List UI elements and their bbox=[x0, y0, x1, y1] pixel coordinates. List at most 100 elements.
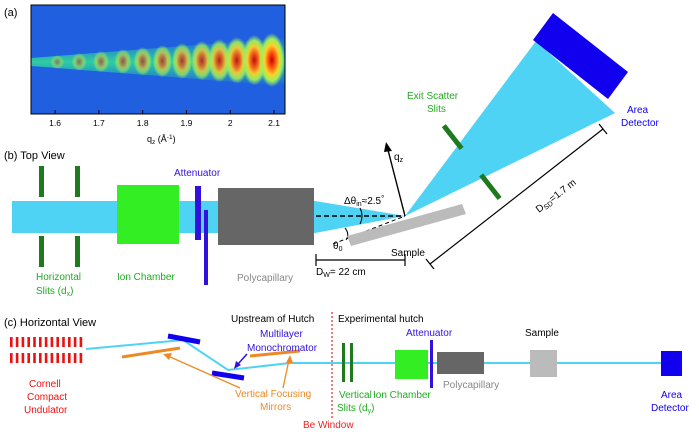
heatmap-peak bbox=[224, 37, 249, 84]
undulator-magnet bbox=[44, 337, 48, 347]
undulator-magnet bbox=[39, 337, 42, 347]
undulator-magnet bbox=[62, 337, 65, 347]
exit-slits-label-1: Exit Scatter bbox=[407, 91, 459, 102]
heatmap-peak bbox=[152, 45, 173, 78]
mono-label-1: Multilayer bbox=[260, 329, 303, 340]
panel-b-label: (b) Top View bbox=[4, 150, 65, 162]
attenuator-h bbox=[430, 340, 433, 388]
exit-slits-label-2: Slits bbox=[427, 104, 446, 115]
qz-arrow bbox=[387, 149, 406, 217]
ion-chamber bbox=[117, 185, 179, 244]
heatmap-peak bbox=[133, 47, 152, 76]
undulator-magnet bbox=[68, 337, 71, 347]
undulator-magnet bbox=[27, 337, 30, 347]
theta0-arc bbox=[344, 227, 349, 241]
heatmap-peak bbox=[258, 33, 285, 87]
upstream-label: Upstream of Hutch bbox=[231, 314, 314, 325]
polycapillary-label: Polycapillary bbox=[237, 273, 293, 284]
undulator-label-3: Undulator bbox=[24, 405, 68, 416]
area-detector-label-2: Detector bbox=[621, 118, 659, 129]
sample-h-label: Sample bbox=[525, 328, 559, 339]
monochromator-crystal-1 bbox=[167, 333, 201, 345]
undulator-magnet bbox=[79, 353, 83, 363]
dsd-dimension-line bbox=[429, 128, 604, 265]
dw-label: DW= 22 cm bbox=[316, 267, 366, 279]
mono-pointer bbox=[237, 353, 248, 365]
undulator-magnet bbox=[73, 337, 77, 347]
focusing-mirror-1 bbox=[121, 346, 181, 359]
mirrors-label-1: Vertical Focusing bbox=[235, 389, 311, 400]
heatmap-x-tick-label: 1.6 bbox=[49, 118, 61, 128]
heatmap-x-tick-label: 2 bbox=[228, 118, 233, 128]
heatmap-peak bbox=[114, 49, 132, 74]
heatmap-peak bbox=[171, 43, 193, 79]
undulator-magnet bbox=[56, 353, 59, 363]
horizontal-slits-label-2: Slits (dx) bbox=[36, 286, 73, 298]
undulator-magnet bbox=[79, 337, 83, 347]
theta0-label: θ0 bbox=[333, 241, 343, 253]
heatmap-peak bbox=[92, 51, 110, 73]
polycapillary bbox=[218, 188, 314, 245]
exit-slit-lower bbox=[479, 173, 502, 201]
area-detector bbox=[533, 13, 628, 99]
heatmap-peak bbox=[50, 55, 65, 69]
panel-c-label: (c) Horizontal View bbox=[4, 317, 96, 329]
heatmap-peaks bbox=[50, 33, 285, 87]
heatmap-x-tick-label: 1.8 bbox=[137, 118, 149, 128]
attenuator bbox=[195, 186, 201, 240]
undulator-label-2: Compact bbox=[27, 392, 67, 403]
vslits-label-1: Vertical bbox=[339, 390, 372, 401]
delta-theta-label: Δθin≈2.5° bbox=[344, 194, 384, 208]
dsd-label: DSD=1.7 m bbox=[534, 177, 579, 216]
mirrors-pointer-1-head bbox=[163, 353, 172, 360]
ion-chamber-label: Ion Chamber bbox=[117, 272, 175, 283]
polycapillary-h-label: Polycapillary bbox=[443, 380, 499, 391]
mirrors-label-2: Mirrors bbox=[260, 402, 291, 413]
area-detector-h bbox=[661, 351, 682, 376]
sample bbox=[347, 204, 466, 246]
sample-h bbox=[530, 350, 557, 377]
ion-chamber-h-label: Ion Chamber bbox=[373, 390, 431, 401]
focusing-mirror-2 bbox=[249, 349, 301, 358]
heatmap-peak bbox=[190, 41, 213, 81]
panel-a-label: (a) bbox=[4, 7, 17, 19]
vertical-slit-1 bbox=[342, 343, 345, 382]
undulator-magnet bbox=[15, 337, 19, 347]
heatmap-x-tick-label: 1.9 bbox=[181, 118, 193, 128]
heatmap-peak bbox=[207, 39, 231, 83]
undulator-magnet bbox=[10, 353, 13, 363]
attenuator-rod bbox=[204, 210, 208, 285]
undulator-magnet bbox=[10, 337, 13, 347]
dsd-tick-2 bbox=[598, 123, 608, 135]
undulator-magnet bbox=[68, 353, 71, 363]
undulator-magnet bbox=[50, 353, 54, 363]
vslits-label-2: Slits (dy) bbox=[337, 403, 374, 415]
undulator-label-1: Cornell bbox=[29, 379, 61, 390]
monochromator-crystal-2 bbox=[211, 370, 245, 381]
undulator-magnet bbox=[39, 353, 42, 363]
undulator-magnet bbox=[15, 353, 19, 363]
vertical-slit-2 bbox=[350, 343, 353, 382]
horizontal-slits-label-1: Horizontal bbox=[36, 272, 81, 283]
qz-label: qz bbox=[394, 152, 404, 164]
experimental-label: Experimental hutch bbox=[338, 314, 424, 325]
undulator-magnet bbox=[56, 337, 59, 347]
area-detector-h-label-2: Detector bbox=[651, 403, 689, 414]
attenuator-h-label: Attenuator bbox=[406, 328, 453, 339]
undulator-magnet bbox=[62, 353, 65, 363]
area-detector-h-label-1: Area bbox=[661, 390, 683, 401]
be-window-label: Be Window bbox=[303, 420, 354, 431]
sample-label: Sample bbox=[391, 248, 425, 259]
scattered-beam-cone bbox=[405, 41, 615, 216]
horizontal-slits bbox=[39, 166, 80, 267]
undulator-magnet bbox=[21, 337, 25, 347]
exit-slit-upper bbox=[441, 124, 464, 151]
heatmap-x-tick-label: 1.7 bbox=[93, 118, 105, 128]
qz-arrowhead bbox=[384, 142, 392, 152]
mono-pointer-head bbox=[234, 361, 241, 369]
heatmap-x-axis-label: qz (Å-1) bbox=[147, 134, 176, 146]
undulator-magnet bbox=[27, 353, 30, 363]
